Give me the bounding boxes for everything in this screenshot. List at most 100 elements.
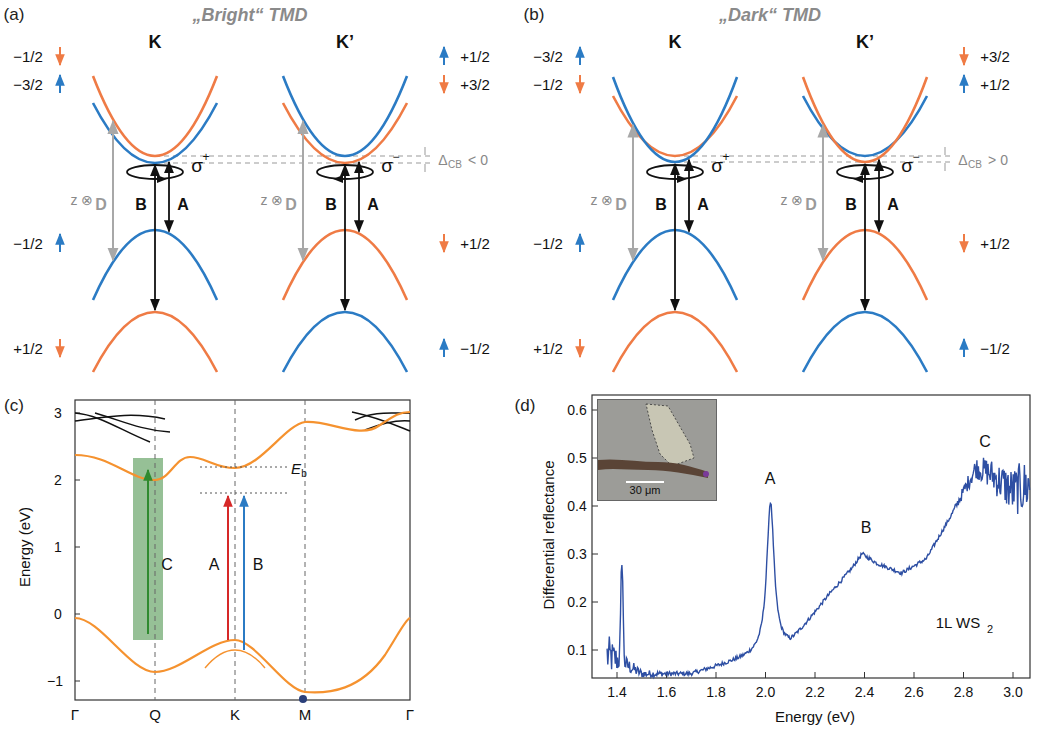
transition-label: D — [805, 197, 817, 213]
tick-label: 3.0 — [1003, 685, 1022, 699]
spin-arrow — [579, 234, 581, 252]
valence-band — [93, 312, 217, 372]
polarization-label: σ — [381, 156, 393, 175]
figure-stroke — [617, 672, 618, 678]
transition-arrow — [878, 160, 880, 232]
figure-stroke — [716, 672, 717, 678]
tick-label: 0.2 — [567, 595, 586, 609]
spin-arrow — [59, 47, 61, 65]
figure-stroke — [592, 650, 598, 651]
conduction-band — [93, 103, 217, 163]
axis-symbol: z ⊗ — [781, 193, 804, 207]
spin-arrow — [59, 75, 61, 93]
figure-stroke — [425, 164, 426, 172]
panel-letter: (d) — [515, 397, 536, 414]
tick-label: 2.2 — [805, 685, 824, 699]
spin-label: −3/2 — [533, 49, 563, 64]
spin-arrow — [59, 234, 61, 252]
spin-label: +1/2 — [13, 341, 43, 356]
transition-label: D — [95, 197, 107, 213]
figure-stroke — [864, 672, 865, 678]
spin-label: −1/2 — [980, 341, 1010, 356]
spin-arrow — [579, 75, 581, 93]
axis-symbol: z ⊗ — [591, 193, 614, 207]
transition-label: A — [697, 197, 709, 213]
splitting-label: < 0 — [468, 153, 488, 167]
transition-label: A — [367, 197, 379, 213]
conduction-band — [803, 77, 927, 162]
spin-arrow — [963, 47, 965, 65]
peak-label: C — [161, 557, 173, 573]
transition-label: B — [655, 197, 667, 213]
figure-stroke — [963, 672, 964, 678]
peak-label: B — [861, 520, 872, 536]
splitting-subscript: CB — [968, 160, 982, 170]
tick-label: 0.6 — [567, 403, 586, 417]
conduction-band — [283, 76, 407, 156]
tick-label: 2 — [54, 473, 62, 487]
spin-label: +1/2 — [460, 236, 490, 251]
tick-label: 2.6 — [904, 685, 923, 699]
polarization-sign: − — [392, 151, 399, 163]
axis-title: Energy (eV) — [17, 507, 32, 587]
tick-label: 0.1 — [567, 643, 586, 657]
figure-stroke — [425, 147, 426, 155]
tick-label: 1.8 — [706, 685, 725, 699]
tick-label: 0.5 — [567, 451, 586, 465]
tick-label: 0 — [54, 607, 62, 621]
spin-arrow — [59, 339, 61, 357]
valence-band — [803, 312, 927, 372]
figure-stroke — [592, 602, 598, 603]
polarization-ellipse — [647, 165, 703, 179]
binding-energy-subscript: b — [301, 469, 307, 479]
axis-title: Energy (eV) — [775, 709, 855, 724]
tick-label: −1 — [47, 674, 63, 688]
valence-band — [283, 312, 407, 372]
splitting-subscript: CB — [448, 160, 462, 170]
figure-stroke — [945, 147, 946, 155]
splitting-label: > 0 — [988, 153, 1008, 167]
polarization-ellipse — [837, 165, 893, 179]
dark-transition-arrow — [632, 125, 634, 260]
flake — [646, 404, 694, 466]
polarization-head — [677, 175, 687, 183]
polarization-label: σ — [191, 156, 203, 175]
k-point-label: Γ — [71, 707, 79, 722]
panel-letter: (b) — [524, 6, 545, 23]
spin-label: +3/2 — [460, 77, 490, 92]
spin-label: +1/2 — [980, 77, 1010, 92]
tick-label: 1.6 — [657, 685, 676, 699]
polarization-sign: + — [202, 151, 209, 163]
transition-arrow — [864, 164, 866, 310]
peak-label: B — [253, 557, 264, 573]
tick-label: 2.8 — [954, 685, 973, 699]
inset-image: 30 μm — [597, 399, 717, 501]
polarization-head — [157, 175, 167, 183]
axis-symbol: z ⊗ — [71, 193, 94, 207]
k-point-label: K — [230, 707, 240, 722]
spin-label: +1/2 — [980, 236, 1010, 251]
valley-label: K’ — [856, 33, 874, 51]
spin-arrow — [963, 339, 965, 357]
transition-arrow — [358, 162, 360, 232]
conduction-band — [93, 76, 217, 156]
transition-arrow — [688, 160, 690, 232]
spin-arrow — [579, 339, 581, 357]
scale-bar — [626, 481, 664, 483]
axis-title: Differential reflectance — [541, 461, 556, 610]
transition-arrow — [154, 165, 156, 310]
axis-symbol: z ⊗ — [261, 193, 284, 207]
scale-label: 30 μm — [630, 485, 661, 496]
k-point-label: M — [299, 707, 312, 722]
spin-label: +1/2 — [533, 341, 563, 356]
dark-transition-arrow — [302, 121, 304, 260]
k-point-label: Γ — [406, 707, 414, 722]
spin-label: −1/2 — [13, 236, 43, 251]
spin-arrow — [579, 47, 581, 65]
binding-energy-label: E — [291, 461, 301, 476]
polarization-head — [853, 175, 863, 183]
figure-stroke — [945, 163, 946, 171]
spin-arrow — [443, 75, 445, 93]
conduction-band — [803, 96, 927, 156]
